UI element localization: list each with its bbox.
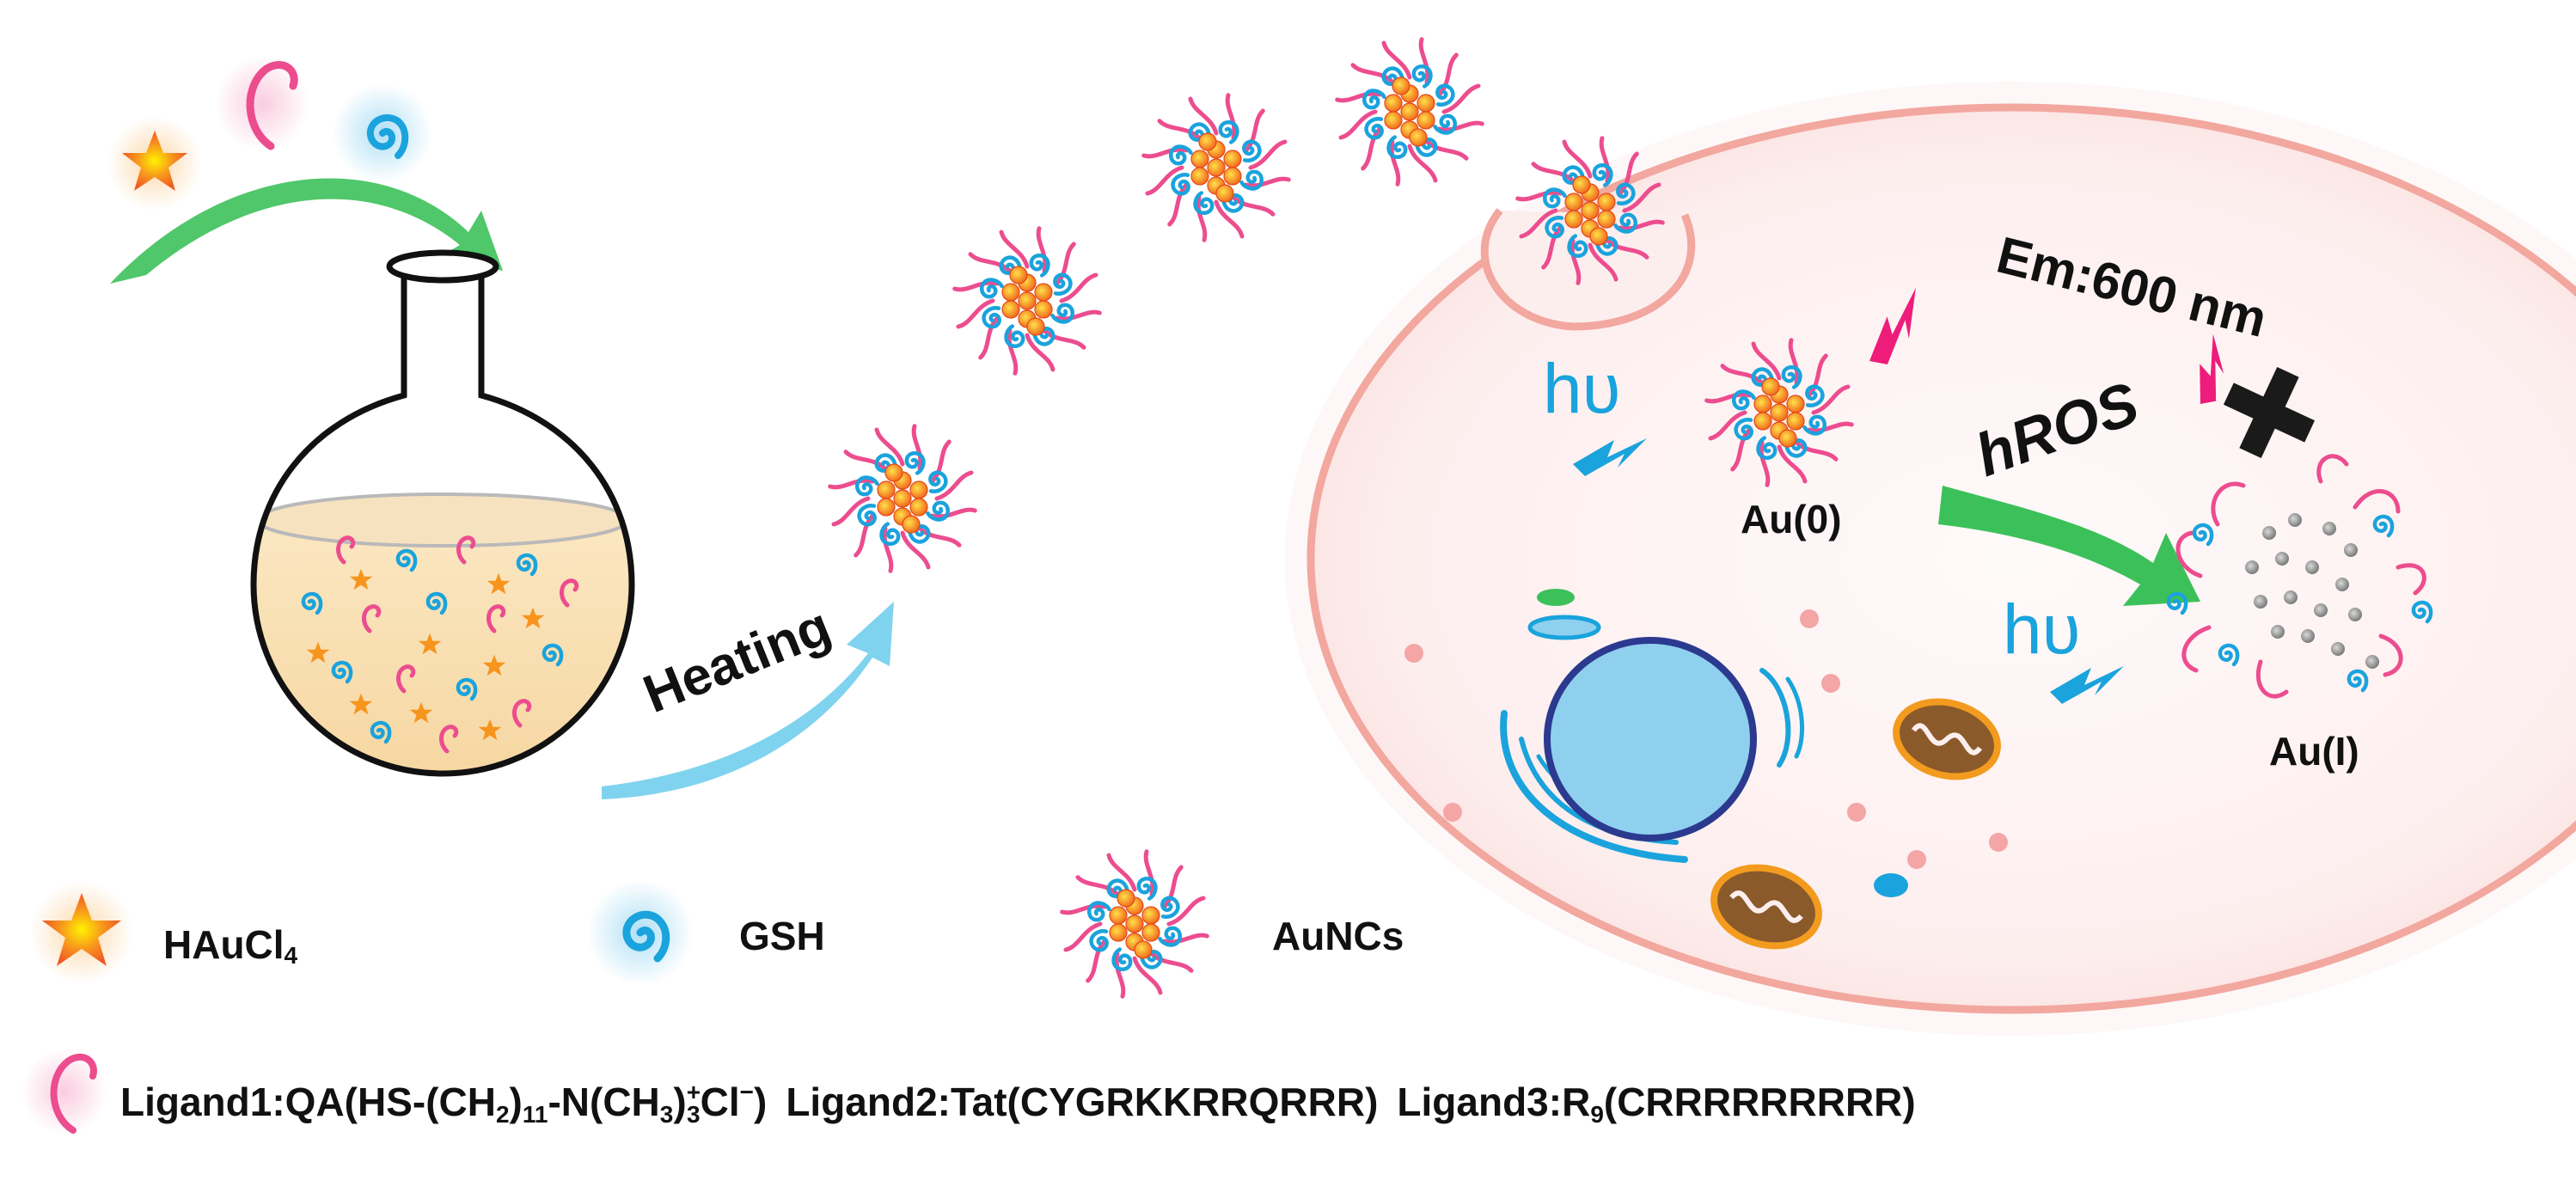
round-bottom-flask bbox=[250, 249, 635, 777]
heating-arrow bbox=[602, 602, 894, 799]
legend-gsh-label: GSH bbox=[739, 914, 825, 958]
endocytic-vesicle bbox=[1480, 138, 1696, 331]
hros-arrow bbox=[1938, 486, 2200, 606]
flask-contents bbox=[303, 538, 577, 751]
ligand-definitions: Ligand1:QA(HS-(CH2)11-N(CH3)+3Cl−)Ligand… bbox=[120, 1079, 1916, 1128]
haucl4-star-icon bbox=[107, 116, 202, 211]
nucleus bbox=[1544, 637, 1757, 841]
nanocluster bbox=[830, 426, 976, 572]
emission-bolt-icon bbox=[1869, 287, 1916, 364]
legend-aunc-label: AuNCs bbox=[1272, 914, 1404, 958]
legend: HAuCl4 GSH AuNCs Ligand1:QA(HS-(CH2)11-N… bbox=[21, 852, 1916, 1135]
au0-label: Au(0) bbox=[1741, 497, 1842, 541]
heating-label: Heating bbox=[635, 596, 839, 725]
blocked-emission-bolt-icon bbox=[2200, 333, 2224, 404]
au1-label: Au(I) bbox=[2269, 729, 2359, 774]
legend-gsh-spiral-icon bbox=[587, 879, 694, 986]
legend-aunc-icon bbox=[1062, 852, 1208, 997]
block-cross-icon bbox=[2223, 366, 2316, 459]
mitochondrion bbox=[1893, 698, 2001, 780]
ligand-hook-icon bbox=[215, 56, 309, 150]
cell bbox=[1285, 82, 2576, 1036]
nanocluster bbox=[955, 229, 1100, 374]
reactants-arrow bbox=[110, 178, 503, 284]
legend-haucl4-label: HAuCl4 bbox=[163, 922, 298, 969]
au1-cluster bbox=[2169, 454, 2431, 699]
legend-haucl4-star-icon bbox=[30, 881, 133, 984]
gsh-spiral-icon bbox=[333, 83, 432, 183]
hv-right-label: hυ bbox=[2003, 590, 2080, 669]
mitochondrion bbox=[1710, 864, 1822, 950]
small-vesicles bbox=[1404, 609, 2008, 869]
hv-left-label: hυ bbox=[1543, 350, 1620, 428]
nanocluster bbox=[1337, 40, 1483, 185]
small-organelle bbox=[1537, 589, 1908, 897]
nanocluster bbox=[1144, 95, 1289, 241]
legend-ligand-hook-icon bbox=[21, 1049, 107, 1135]
